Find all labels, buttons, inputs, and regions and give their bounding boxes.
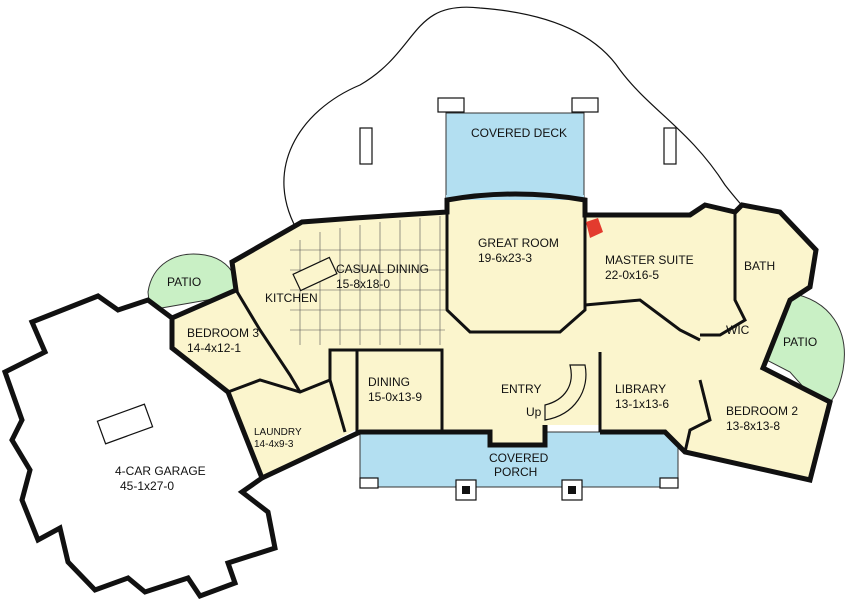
porch-step (659, 477, 679, 489)
bedroom2-size: 13-8x13-8 (726, 419, 780, 433)
garage-label: 4-CAR GARAGE (115, 464, 206, 478)
wic-label: WIC (726, 323, 750, 337)
casual-dining-size: 15-8x18-0 (336, 277, 390, 291)
grill-left (359, 127, 373, 165)
deck-column (437, 97, 465, 113)
dining-size: 15-0x13-9 (368, 390, 422, 404)
interior-walls (171, 212, 747, 453)
laundry-size: 14-4x9-3 (254, 439, 294, 450)
kitchen-label: KITCHEN (265, 291, 318, 305)
bedroom3-size: 14-4x12-1 (187, 341, 241, 355)
house-walls (170, 191, 833, 483)
porch-step (359, 477, 379, 489)
covered-porch-label-1: COVERED (489, 451, 549, 465)
porch-column-base (462, 486, 470, 494)
patio-left-label: PATIO (167, 275, 201, 289)
garage-floor-drain (96, 403, 154, 445)
grill-right (663, 127, 677, 165)
garage-size: 45-1x27-0 (120, 479, 174, 493)
patio-right-label: PATIO (783, 335, 817, 349)
stair-up-label: Up (526, 405, 542, 419)
entry-label: ENTRY (501, 382, 541, 396)
great-room-size: 19-6x23-3 (478, 251, 532, 265)
bedroom3-label: BEDROOM 3 (187, 326, 259, 340)
library-label: LIBRARY (615, 382, 666, 396)
lawn-outline (283, 6, 791, 271)
covered-porch-label-2: PORCH (494, 465, 537, 479)
covered-deck-label: COVERED DECK (471, 126, 567, 140)
deck-column (571, 97, 599, 113)
dining-label: DINING (368, 375, 410, 389)
kitchen-island (292, 256, 338, 292)
bedroom2-label: BEDROOM 2 (726, 404, 798, 418)
library-size: 13-1x13-6 (615, 397, 669, 411)
staircase (544, 364, 587, 421)
laundry-label: LAUNDRY (254, 427, 302, 438)
garage-outline (1, 293, 278, 600)
master-suite-label: MASTER SUITE (605, 253, 694, 267)
tile-grid (290, 216, 445, 345)
fireplace (586, 218, 603, 238)
casual-dining-label: CASUAL DINING (336, 262, 429, 276)
master-suite-size: 22-0x16-5 (605, 268, 659, 282)
porch-column-base (568, 486, 576, 494)
great-room-label: GREAT ROOM (478, 236, 559, 250)
bath-label: BATH (744, 259, 775, 273)
